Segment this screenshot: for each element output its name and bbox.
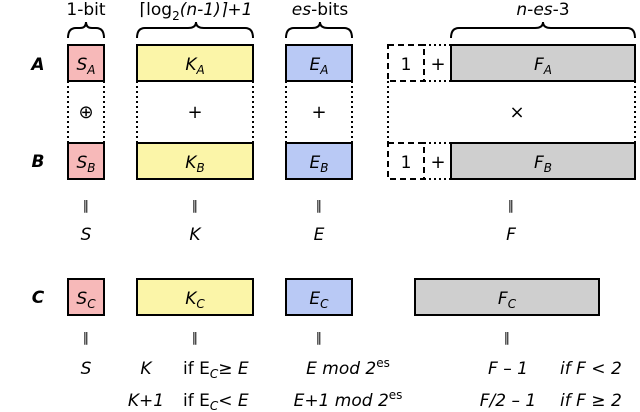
c-fraction-box xyxy=(414,278,600,316)
result-fraction-line2-value: F/2 – 1 xyxy=(480,391,536,411)
result-sign: S xyxy=(81,359,92,379)
regime-plus-operator: + xyxy=(187,102,202,123)
exponent-plus-operator: + xyxy=(311,102,326,123)
a-hidden-bit-box xyxy=(387,44,425,82)
sign-equals-mark: ∥ xyxy=(83,199,90,214)
b-regime-box xyxy=(136,142,254,180)
a-hidden-bit-label: 1 xyxy=(401,55,412,75)
a-fraction-label: FA xyxy=(534,55,552,77)
b-hidden-bit-box xyxy=(387,142,425,180)
c-regime-label: KC xyxy=(185,289,205,311)
header-regime-bits: ⌈log2(n-1)⌉+1 xyxy=(140,0,253,23)
a-regime-box xyxy=(136,44,254,82)
a-hidden-plus: + xyxy=(430,54,445,75)
brace-regime xyxy=(136,21,254,39)
fraction-equals-mark: ∥ xyxy=(508,199,515,214)
c-regime-box xyxy=(136,278,254,316)
a-fraction-box xyxy=(450,44,636,82)
result-regime-line1-value: K xyxy=(140,359,153,379)
header-sign-bits: 1-bit xyxy=(66,0,105,20)
b-exponent-box xyxy=(285,142,353,180)
result-regime-line1-condition: if EC≥ E xyxy=(183,359,249,381)
row-label-c: C xyxy=(32,288,45,308)
b-sign-box xyxy=(67,142,105,180)
intermediate-e: E xyxy=(314,225,325,245)
brace-fraction xyxy=(450,21,636,39)
result-regime-equals-mark: ∥ xyxy=(192,331,199,346)
result-exponent-line2: E+1 mod 2es xyxy=(294,388,403,411)
header-fraction-bits: n-es-3 xyxy=(516,0,569,20)
result-fraction-line1-value: F – 1 xyxy=(488,359,528,379)
result-fraction-line1-condition: if F < 2 xyxy=(560,359,622,379)
fraction-times-operator: × xyxy=(509,102,524,123)
a-sign-box xyxy=(67,44,105,82)
exponent-equals-mark: ∥ xyxy=(316,199,323,214)
a-exponent-box xyxy=(285,44,353,82)
b-sign-label: SB xyxy=(76,153,95,175)
result-exponent-line1: E mod 2es xyxy=(306,356,390,379)
brace-sign xyxy=(67,21,105,39)
a-exponent-label: EA xyxy=(310,55,329,77)
result-sign-equals-mark: ∥ xyxy=(83,331,90,346)
row-label-b: B xyxy=(32,152,45,172)
a-sign-label: SA xyxy=(76,55,95,77)
b-hidden-bit-label: 1 xyxy=(401,153,412,173)
ab-connectors xyxy=(67,44,636,180)
header-braces xyxy=(67,21,636,39)
result-regime-line2-value: K+1 xyxy=(128,391,164,411)
intermediate-s: S xyxy=(81,225,92,245)
b-exponent-label: EB xyxy=(310,153,329,175)
b-hidden-plus: + xyxy=(430,152,445,173)
sign-xor-operator: ⊕ xyxy=(78,102,93,123)
result-fraction-equals-mark: ∥ xyxy=(504,331,511,346)
header-exponent-bits: es-bits xyxy=(292,0,349,20)
intermediate-k: K xyxy=(189,225,202,245)
b-fraction-label: FB xyxy=(534,153,552,175)
intermediate-f: F xyxy=(506,225,516,245)
brace-exponent xyxy=(285,21,353,39)
result-exponent-equals-mark: ∥ xyxy=(316,331,323,346)
c-exponent-box xyxy=(285,278,353,316)
c-fraction-label: FC xyxy=(498,289,517,311)
c-exponent-label: EC xyxy=(309,289,329,311)
result-regime-line2-condition: if EC< E xyxy=(183,391,249,412)
c-sign-box xyxy=(67,278,105,316)
regime-equals-mark: ∥ xyxy=(192,199,199,214)
c-sign-label: SC xyxy=(76,289,96,311)
b-regime-label: KB xyxy=(185,153,204,175)
result-fraction-line2-condition: if F ≥ 2 xyxy=(560,391,622,411)
b-fraction-box xyxy=(450,142,636,180)
row-label-a: A xyxy=(29,55,44,75)
a-regime-label: KA xyxy=(185,55,204,77)
